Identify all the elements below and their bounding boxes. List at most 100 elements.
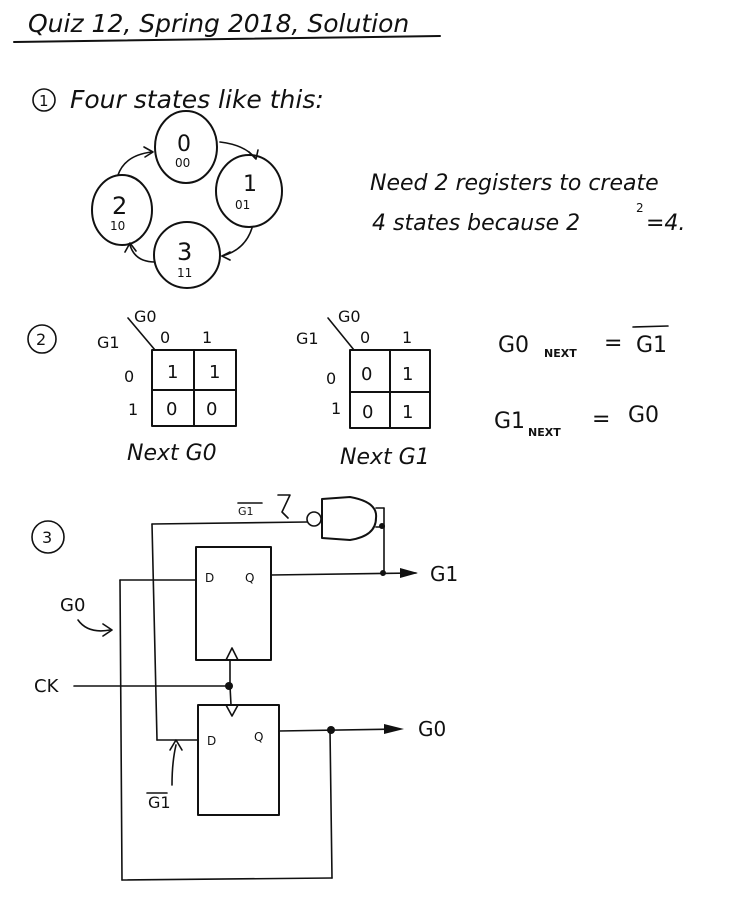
q1-note-line1: Need 2 registers to create [370, 171, 659, 196]
junction-g0 [327, 726, 335, 734]
arrowhead-2-to-0 [143, 146, 154, 158]
arrowhead-g1-out [400, 568, 418, 578]
wire-g1bar-top [151, 521, 308, 525]
q1-note-exponent: 2 [636, 201, 644, 215]
pointer-g0-in [77, 619, 111, 632]
transition-3-to-2 [129, 244, 156, 263]
inverter-gate [321, 496, 378, 541]
kmap-g0-col-header-1: 1 [202, 328, 212, 347]
q1-number-circle [32, 88, 56, 112]
eq1-rhs-overbar [632, 325, 669, 328]
q1-note-tail: =4. [646, 211, 685, 236]
kmap-g0-col-var: G0 [134, 307, 157, 326]
ff-bottom-clock-marker [225, 704, 239, 717]
arrowhead-g0-out [384, 724, 404, 734]
label-g0-out: G0 [418, 717, 446, 741]
kmap-g1-caption: Next G1 [340, 445, 430, 470]
kmap-g0-cell-01: 1 [209, 362, 220, 383]
pointer-g1bar-bottom [171, 744, 177, 786]
q2-number: 2 [36, 330, 46, 349]
label-g0-in: G0 [60, 595, 85, 616]
eq2-subscript: NEXT [528, 426, 561, 439]
arrowhead-g0-in [102, 623, 113, 637]
arrowhead-g1bar-bottom [169, 739, 183, 751]
label-g1bar-top: G1 [238, 505, 254, 518]
state-3-number: 3 [177, 238, 192, 266]
kmap-g1-col-header-1: 1 [402, 328, 412, 347]
flip-flop-g0 [197, 704, 280, 816]
wire-ck-down [229, 685, 232, 706]
ff-top-clock-marker [225, 647, 239, 661]
eq1-lhs: G0 [498, 333, 529, 358]
circuit-diagram: D Q D Q G1 G1 G0 [34, 494, 458, 881]
ff-top-q-label: Q [245, 571, 254, 585]
kmap-g1-cell-01: 1 [402, 364, 413, 385]
state-2-code: 10 [110, 219, 125, 233]
ff-top-d-label: D [205, 571, 214, 585]
equation-g1-next: G1 NEXT = G0 [494, 403, 659, 439]
kmap-g0-caption: Next G0 [127, 441, 217, 466]
ff-bottom-d-label: D [207, 734, 216, 748]
kmap-g0-row-header-1: 1 [128, 400, 138, 419]
inverter-bubble [306, 511, 322, 527]
wire-g0-right-vertical [329, 729, 333, 879]
ff-bottom-q-label: Q [254, 730, 263, 744]
transition-2-to-0 [117, 151, 153, 176]
kmap-g0-cell-00: 1 [167, 362, 178, 383]
label-ck: CK [34, 676, 60, 697]
wire-q-top-to-g1 [270, 572, 417, 576]
kmap-g1-diagonal [327, 317, 355, 351]
q3-number-circle [31, 520, 65, 554]
q3-number: 3 [42, 528, 52, 547]
arrowhead-1-to-3 [221, 251, 231, 261]
kmap-g0-diagonal [127, 317, 156, 351]
kmap-g1-cell-00: 0 [361, 364, 372, 385]
transition-1-to-3 [221, 227, 253, 257]
state-1-number: 1 [243, 172, 257, 197]
state-0-code: 00 [175, 156, 190, 170]
wire-g0-bottom [121, 877, 333, 881]
label-g1bar-bottom: G1 [148, 793, 171, 812]
title-underline [13, 35, 441, 43]
flip-flop-g1 [195, 546, 272, 661]
eq1-subscript: NEXT [544, 347, 577, 360]
page-title: Quiz 12, Spring 2018, Solution [28, 9, 409, 38]
kmap-next-g1: G0 G1 0 1 0 1 0 1 0 1 Next G1 [296, 307, 431, 470]
kmap-g1-col-header-0: 0 [360, 328, 370, 347]
eq2-lhs: G1 [494, 409, 525, 434]
q1-heading: Four states like this: [70, 85, 324, 114]
eq1-rhs: G1 [636, 333, 667, 358]
kmap-g1-cell-10: 0 [362, 402, 373, 423]
label-g1-out: G1 [430, 562, 458, 586]
q1-number: 1 [39, 92, 49, 110]
state-node-0 [154, 110, 218, 184]
wire-g1bar-down [151, 523, 158, 741]
arrowhead-3-to-2 [124, 242, 137, 253]
q2-number-circle [27, 324, 57, 354]
kmap-g1-row-var: G1 [296, 329, 319, 348]
kmap-g0-cell-10: 0 [166, 399, 177, 420]
equation-g0-next: G0 NEXT = G1 [498, 325, 669, 360]
kmap-g0-row-var: G1 [97, 333, 120, 352]
eq2-rhs: G0 [628, 403, 659, 428]
kmap-next-g0: G0 G1 0 1 0 1 1 1 0 0 Next G0 [97, 307, 237, 466]
junction-g1 [380, 570, 386, 576]
arrowhead-0-to-1 [248, 149, 259, 160]
state-node-2 [91, 174, 153, 246]
junction-ck [225, 682, 233, 690]
kmap-g1-col-var: G0 [338, 307, 361, 326]
kmap-g1-cell-11: 1 [402, 402, 413, 423]
kmap-g1-row-header-1: 1 [331, 399, 341, 418]
kmap-g0-col-header-0: 0 [160, 328, 170, 347]
state-node-1 [215, 154, 283, 228]
pointer-g1bar-top [277, 494, 291, 519]
wire-q-bottom-to-g0 [278, 728, 399, 732]
wire-g0-left-vertical [119, 579, 123, 881]
eq2-equals: = [592, 407, 610, 432]
q1-note-line2: 4 states because 2 [372, 211, 580, 236]
state-3-code: 11 [177, 266, 192, 280]
kmap-g0-cell-11: 0 [206, 399, 217, 420]
eq1-equals: = [604, 331, 622, 356]
